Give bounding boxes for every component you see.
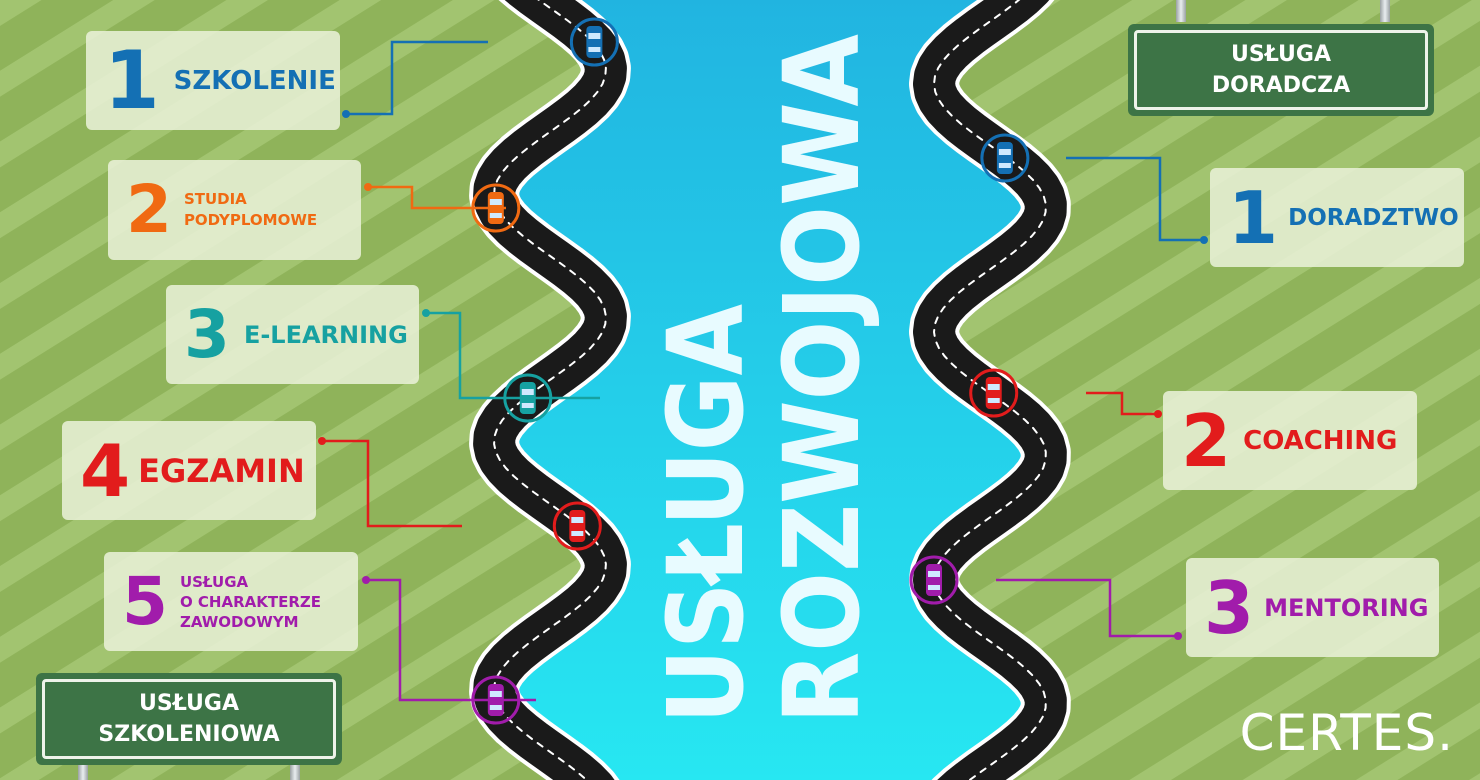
connector-dot (1174, 632, 1182, 640)
connector-line (366, 578, 536, 702)
road-centerline (933, 0, 1047, 780)
car-marker (471, 183, 521, 233)
connector-dot (1154, 410, 1162, 418)
sign-post (78, 760, 88, 780)
car-marker (552, 501, 602, 551)
item-label-line: STUDIA (183, 190, 247, 208)
sign-usluga-szkoleniowa: USŁUGA SZKOLENIOWA (36, 673, 342, 765)
item-number: 2 (1181, 398, 1232, 483)
connector-lines (318, 40, 1208, 702)
item-label: DORADZTWO (1288, 204, 1459, 231)
road-right (909, 0, 1071, 780)
road-centerline (493, 0, 607, 780)
item-number: 1 (1228, 175, 1279, 260)
sign-line-1: USŁUGA (139, 691, 239, 716)
item-label: COACHING (1243, 425, 1398, 456)
item-label: USŁUGA O CHARAKTERZE ZAWODOWYM (180, 572, 321, 632)
connector-line (368, 185, 506, 210)
car-marker (569, 17, 619, 67)
sign-uslug-doradcza: USŁUGA DORADCZA (1128, 24, 1434, 116)
certes-logo: CERTES. (1239, 704, 1454, 762)
sign-line-2: SZKOLENIOWA (98, 722, 280, 747)
item-number: 1 (104, 33, 160, 127)
item-label: SZKOLENIE (173, 65, 336, 96)
item-label: EGZAMIN (138, 451, 305, 490)
river (494, 0, 1046, 780)
item-label: MENTORING (1264, 593, 1429, 622)
connector-line (1066, 156, 1204, 242)
connector-line (346, 40, 488, 116)
sign-line-2: DORADCZA (1211, 73, 1351, 98)
connector-dot (364, 183, 372, 191)
item-number: 3 (184, 295, 230, 373)
car-marker (909, 555, 959, 605)
card-coaching: 2 COACHING (1163, 391, 1417, 490)
item-label-line: USŁUGA (179, 572, 249, 591)
sign-line-1: USŁUGA (1231, 42, 1331, 67)
item-number: 2 (126, 171, 172, 248)
item-label-line: PODYPLOMOWE (183, 211, 318, 229)
road-left (469, 0, 631, 780)
card-e-learning: 3 E-LEARNING (166, 285, 419, 384)
connector-dot (422, 309, 430, 317)
connector-dot (1200, 236, 1208, 244)
sign-post (1176, 0, 1186, 22)
item-label: STUDIA PODYPLOMOWE (184, 189, 317, 231)
connector-line (1086, 391, 1158, 416)
car-marker (980, 133, 1030, 183)
sign-post (290, 760, 300, 780)
card-studia-podyplomowe: 2 STUDIA PODYPLOMOWE (108, 160, 361, 260)
car-marker (503, 373, 553, 423)
connector-line (322, 439, 462, 528)
card-mentoring: 3 MENTORING (1186, 558, 1439, 657)
sign-post (1380, 0, 1390, 22)
item-label-line: ZAWODOWYM (179, 612, 299, 631)
item-label-line: O CHARAKTERZE (179, 592, 322, 611)
connector-dot (318, 437, 326, 445)
cars (471, 17, 1030, 725)
item-label: E-LEARNING (243, 320, 408, 349)
card-egzamin: 4 EGZAMIN (62, 421, 316, 520)
car-marker (471, 675, 521, 725)
item-number: 3 (1204, 565, 1255, 650)
card-usluga-zawodowa: 5 USŁUGA O CHARAKTERZE ZAWODOWYM (104, 552, 358, 651)
connector-line (996, 578, 1178, 638)
card-szkolenie: 1 SZKOLENIE (86, 31, 340, 130)
item-number: 4 (80, 428, 131, 513)
connector-dot (342, 110, 350, 118)
car-marker (969, 368, 1019, 418)
card-doradztwo: 1 DORADZTWO (1210, 168, 1464, 267)
connector-dot (362, 576, 370, 584)
item-number: 5 (122, 562, 168, 640)
